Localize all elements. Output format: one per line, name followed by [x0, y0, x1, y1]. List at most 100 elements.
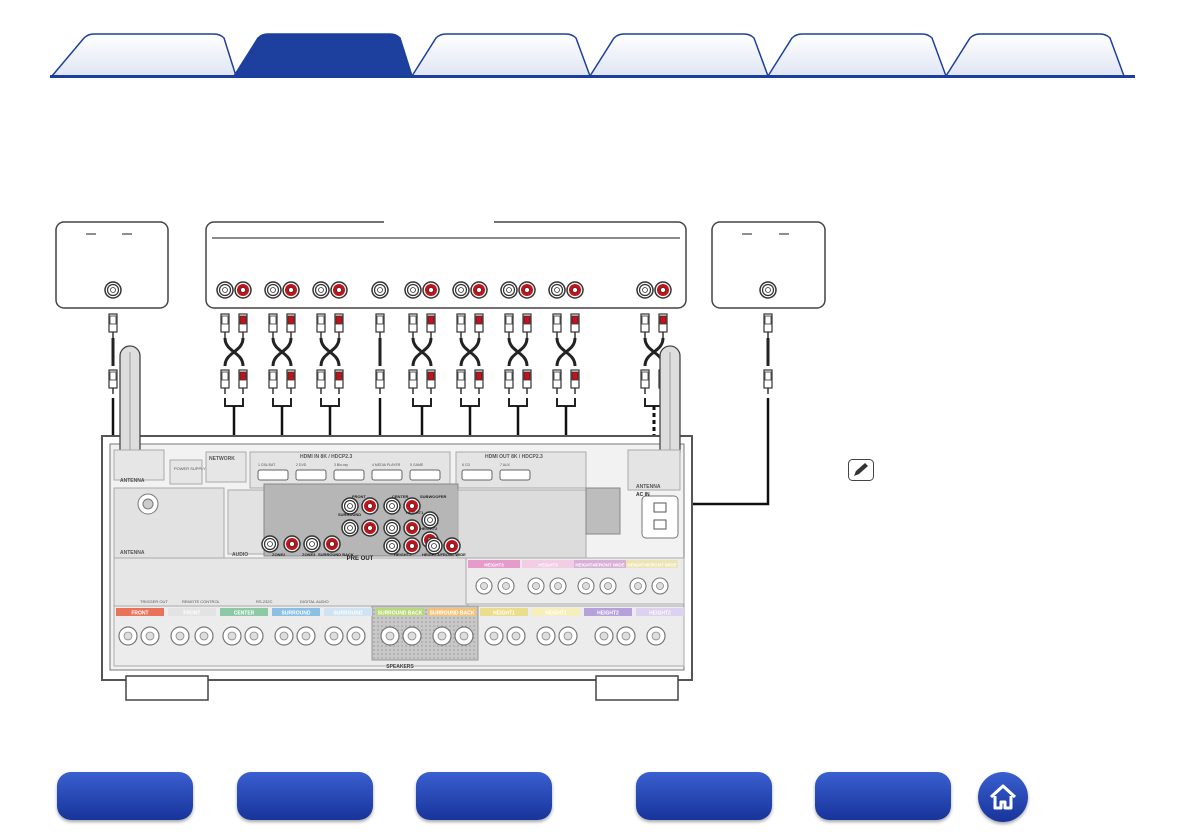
- pre-out-jack: [283, 535, 301, 553]
- nav-button-2[interactable]: [237, 772, 373, 820]
- cable-plug-red: [474, 369, 484, 394]
- amp-jack-red: [566, 281, 584, 299]
- upper-speaker-label-bg: [468, 560, 520, 568]
- network-label: NETWORK: [209, 456, 235, 462]
- speaker-terminal-core: [563, 631, 573, 641]
- pre-subwoofer-label: SUBWOOFER: [420, 494, 447, 499]
- tab-underline: [50, 75, 1135, 78]
- pre-out-jack: [383, 497, 401, 515]
- cable-wire: [411, 337, 433, 367]
- cable-plug-white: [268, 313, 278, 338]
- cable-plug-white: [408, 369, 418, 394]
- amp-jack-white: [216, 281, 234, 299]
- speaker-terminal-core: [621, 631, 631, 641]
- cable-plug-white: [552, 313, 562, 338]
- tab-4[interactable]: [588, 33, 770, 77]
- speaker-label: SURROUND BACK: [378, 611, 423, 617]
- speaker-label: HEIGHT2: [649, 611, 671, 617]
- nav-button-5[interactable]: [815, 772, 951, 820]
- pre-out-label: PRE OUT: [347, 556, 374, 562]
- amp-jack-white: [312, 281, 330, 299]
- antenna-label: ANTENNA: [120, 478, 145, 484]
- speaker-terminal-core: [604, 582, 612, 590]
- cable-bracket: [412, 398, 432, 407]
- nav-button-4[interactable]: [636, 772, 772, 820]
- speaker-label: SURROUND BACK: [430, 611, 475, 617]
- amp-jack-white: [500, 281, 518, 299]
- cable-plug-subwoofer: [375, 369, 385, 394]
- tab-5[interactable]: [766, 33, 948, 77]
- speaker-terminal-core: [175, 631, 185, 641]
- speaker-terminal-core: [554, 582, 562, 590]
- speaker-label-bg: [324, 608, 372, 616]
- hdmi-input-name: 7 AUX: [500, 463, 511, 467]
- cable-plug-red: [570, 369, 580, 394]
- speaker-label-bg: [220, 608, 268, 616]
- amp-jack-white: [636, 281, 654, 299]
- cable-plug-red: [658, 313, 668, 338]
- cable-plug-white: [552, 369, 562, 394]
- amp-jack-red: [470, 281, 488, 299]
- cable-plug-red: [334, 369, 344, 394]
- hdmi-input-name: 6 CD: [462, 463, 470, 467]
- pre-surround-back-label: SURROUND BACK: [318, 552, 354, 557]
- cable-wire: [643, 337, 665, 367]
- cable-plug-white: [316, 369, 326, 394]
- cable-wire: [271, 337, 293, 367]
- upper-speaker-label: HEIGHT3: [538, 563, 558, 568]
- speaker-terminal-core: [656, 582, 664, 590]
- tab-1[interactable]: [50, 33, 238, 77]
- speaker-label: CENTER: [234, 611, 255, 617]
- upper-speaker-label-bg: [626, 560, 678, 568]
- pre-out-jack: [303, 535, 321, 553]
- speaker-label: FRONT: [131, 611, 148, 617]
- home-button[interactable]: [978, 772, 1028, 822]
- speaker-label-bg: [480, 608, 528, 616]
- amp-jack-red: [654, 281, 672, 299]
- left-device: [55, 221, 169, 309]
- cable-plug-red: [522, 369, 532, 394]
- speaker-label: SURROUND: [282, 611, 311, 617]
- cable-plug-red: [570, 313, 580, 338]
- speaker-terminal-core: [511, 631, 521, 641]
- cable-plug-white: [640, 369, 650, 394]
- speaker-terminal-core: [437, 631, 447, 641]
- upper-speaker-label: HEIGHT3: [484, 563, 504, 568]
- pre-out-jack: [361, 519, 379, 537]
- hdmi-port: [371, 469, 403, 481]
- speaker-terminal-core: [385, 631, 395, 641]
- hdmi-input-name: 3 Blu-ray: [334, 463, 348, 467]
- hdmi-input-name: 1 CBL/SAT: [258, 463, 276, 467]
- amp-jack-white: [404, 281, 422, 299]
- pre-surround-label: SURROUND: [338, 512, 361, 517]
- upper-speaker-label: HEIGHT4/FRONT WIDE: [575, 563, 624, 568]
- speaker-terminal-core: [502, 582, 510, 590]
- pre-height2-label: HEIGHT2: [420, 526, 438, 531]
- nav-button-1[interactable]: [57, 772, 193, 820]
- cable-plug-subwoofer: [375, 313, 385, 338]
- amp-jack-white: [452, 281, 470, 299]
- speaker-label-bg: [428, 608, 476, 616]
- tab-2[interactable]: [232, 33, 414, 77]
- speaker-label-bg: [532, 608, 580, 616]
- cable-plug-red: [522, 313, 532, 338]
- nav-button-3[interactable]: [416, 772, 552, 820]
- speaker-label-bg: [168, 608, 216, 616]
- cable-plug-red: [286, 369, 296, 394]
- cable-plug-left: [108, 369, 118, 394]
- cable-plug-white: [220, 313, 230, 338]
- speaker-label: HEIGHT1: [493, 611, 515, 617]
- cable-bracket: [272, 398, 292, 407]
- cable-plug-white: [456, 313, 466, 338]
- hdmi-port: [499, 469, 531, 481]
- speaker-label-bg: [584, 608, 632, 616]
- tab-3[interactable]: [410, 33, 592, 77]
- speaker-terminal-core: [279, 631, 289, 641]
- tab-6[interactable]: [944, 33, 1126, 77]
- cable-bracket: [556, 398, 576, 407]
- speaker-terminal-core: [634, 582, 642, 590]
- amp-jack-red: [518, 281, 536, 299]
- speaker-terminal-core: [532, 582, 540, 590]
- speaker-terminal-core: [651, 631, 661, 641]
